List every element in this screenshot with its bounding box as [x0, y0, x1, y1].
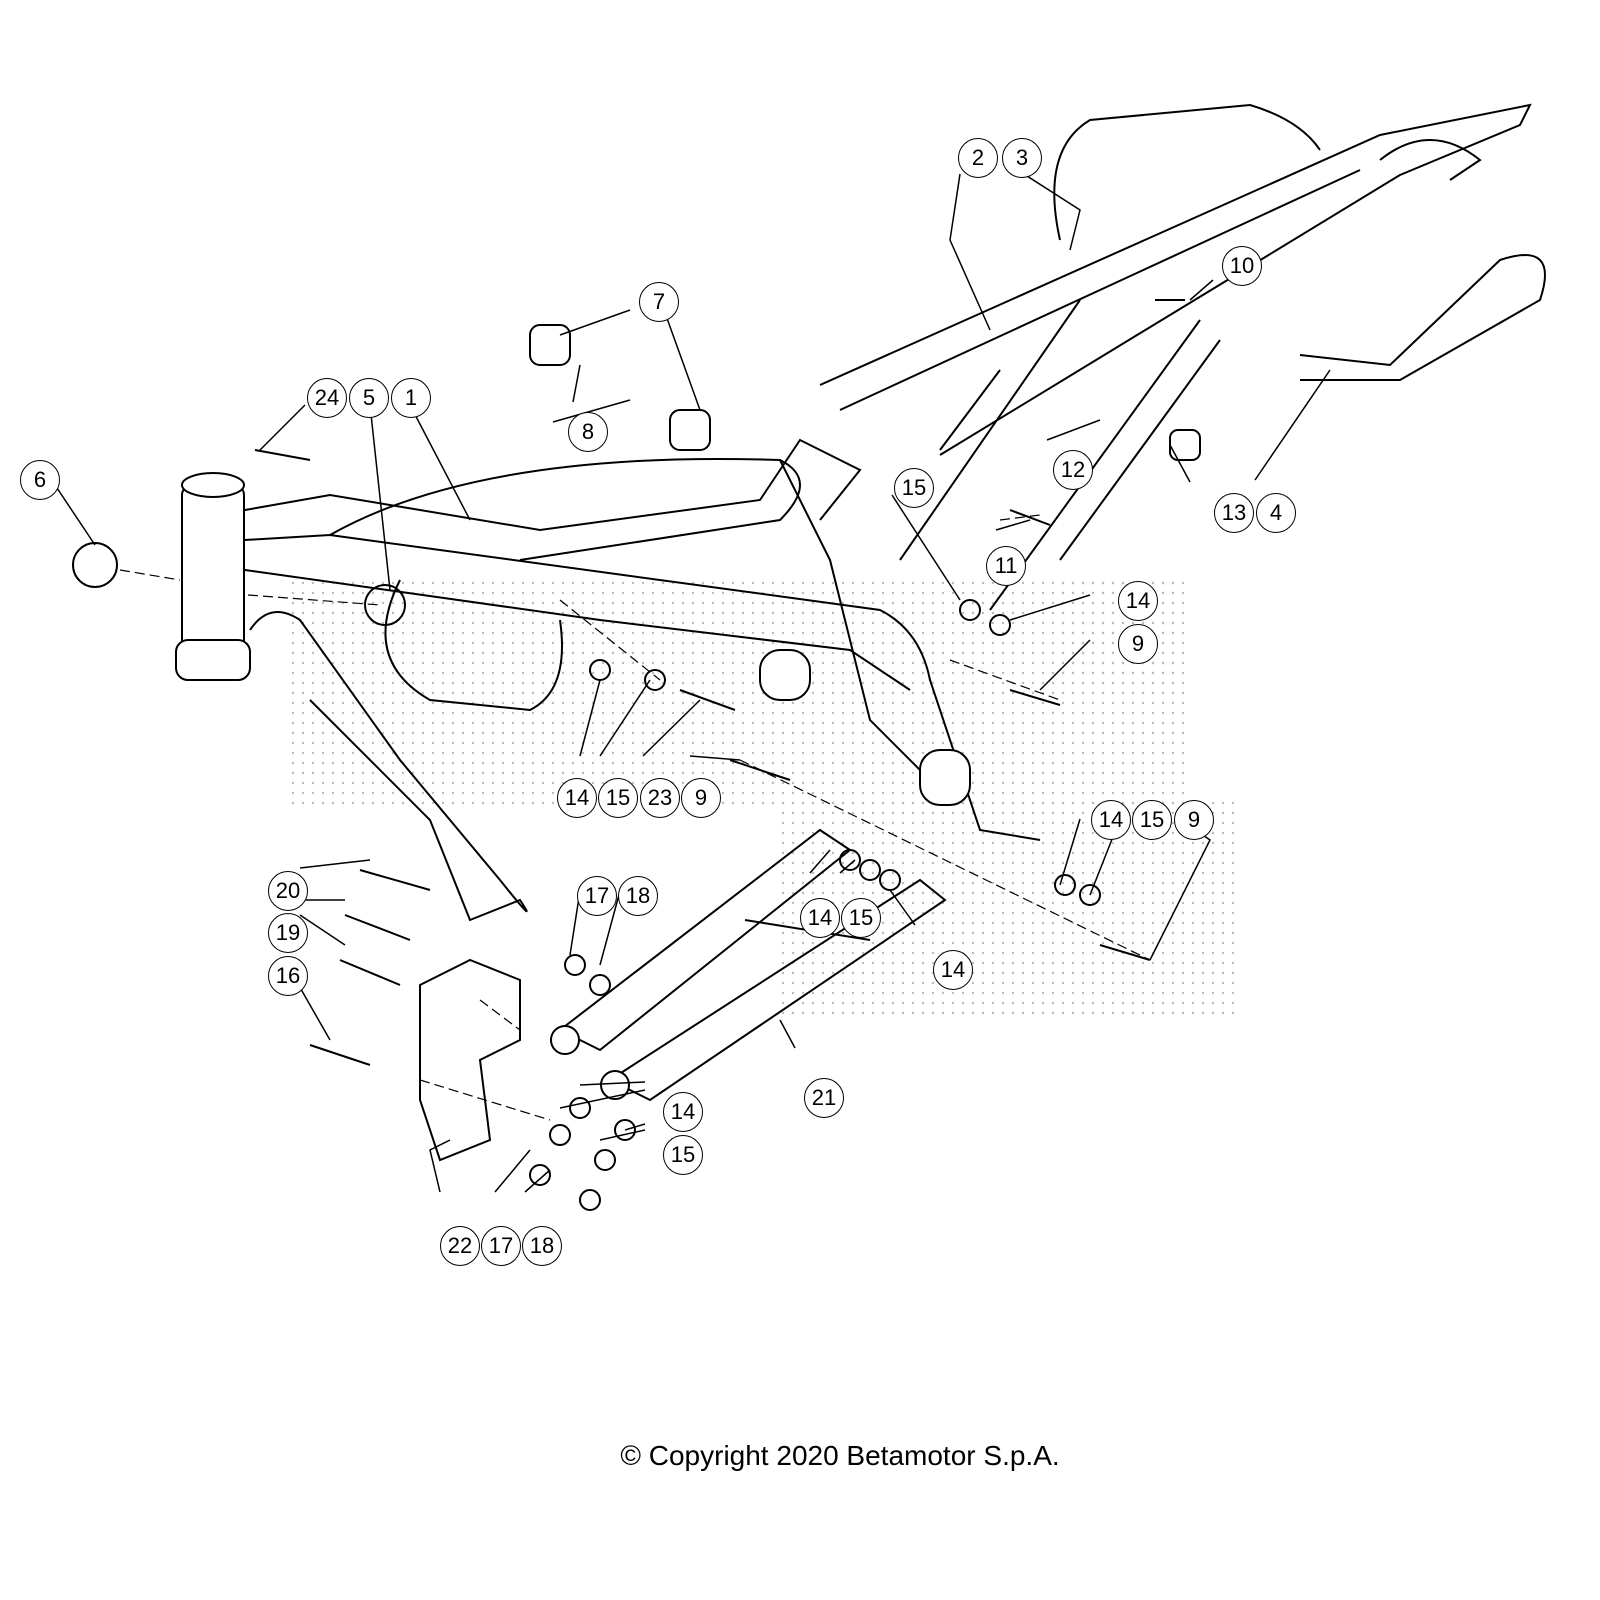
main-frame [175, 103, 1546, 922]
callout-part-23[interactable]: 23 [640, 778, 680, 818]
callout-part-14[interactable]: 14 [1118, 581, 1158, 621]
callout-part-1[interactable]: 1 [391, 378, 431, 418]
callout-part-20[interactable]: 20 [268, 871, 308, 911]
callout-part-7[interactable]: 7 [639, 282, 679, 322]
callout-part-10[interactable]: 10 [1222, 246, 1262, 286]
callout-part-15[interactable]: 15 [894, 468, 934, 508]
callout-part-12[interactable]: 12 [1053, 450, 1093, 490]
callout-part-11[interactable]: 11 [986, 546, 1026, 586]
callout-part-14[interactable]: 14 [663, 1092, 703, 1132]
callout-part-5[interactable]: 5 [349, 378, 389, 418]
halftone-background [290, 580, 1240, 1020]
callout-part-14[interactable]: 14 [1091, 800, 1131, 840]
callout-part-18[interactable]: 18 [618, 876, 658, 916]
assembly-lines [119, 514, 1151, 1121]
callout-part-8[interactable]: 8 [568, 412, 608, 452]
callout-part-6[interactable]: 6 [20, 460, 60, 500]
leader-lines [54, 166, 1331, 1193]
callout-part-15[interactable]: 15 [841, 898, 881, 938]
callout-part-18[interactable]: 18 [522, 1226, 562, 1266]
callout-part-17[interactable]: 17 [481, 1226, 521, 1266]
callout-part-22[interactable]: 22 [440, 1226, 480, 1266]
callout-part-13[interactable]: 13 [1214, 493, 1254, 533]
callout-part-21[interactable]: 21 [804, 1078, 844, 1118]
copyright-text: © Copyright 2020 Betamotor S.p.A. [620, 1440, 1060, 1471]
callout-part-9[interactable]: 9 [1174, 800, 1214, 840]
callout-part-15[interactable]: 15 [1132, 800, 1172, 840]
callout-part-15[interactable]: 15 [663, 1135, 703, 1175]
callout-part-14[interactable]: 14 [933, 950, 973, 990]
callout-part-2[interactable]: 2 [958, 138, 998, 178]
callout-part-9[interactable]: 9 [681, 778, 721, 818]
swingarm [550, 828, 947, 1102]
callout-part-4[interactable]: 4 [1256, 493, 1296, 533]
callout-part-16[interactable]: 16 [268, 956, 308, 996]
callout-part-15[interactable]: 15 [598, 778, 638, 818]
engine-plate [419, 958, 521, 1162]
callout-part-14[interactable]: 14 [557, 778, 597, 818]
callout-part-9[interactable]: 9 [1118, 624, 1158, 664]
callout-part-17[interactable]: 17 [577, 876, 617, 916]
callout-part-3[interactable]: 3 [1002, 138, 1042, 178]
callout-part-14[interactable]: 14 [800, 898, 840, 938]
callout-part-19[interactable]: 19 [268, 913, 308, 953]
callout-part-24[interactable]: 24 [307, 378, 347, 418]
